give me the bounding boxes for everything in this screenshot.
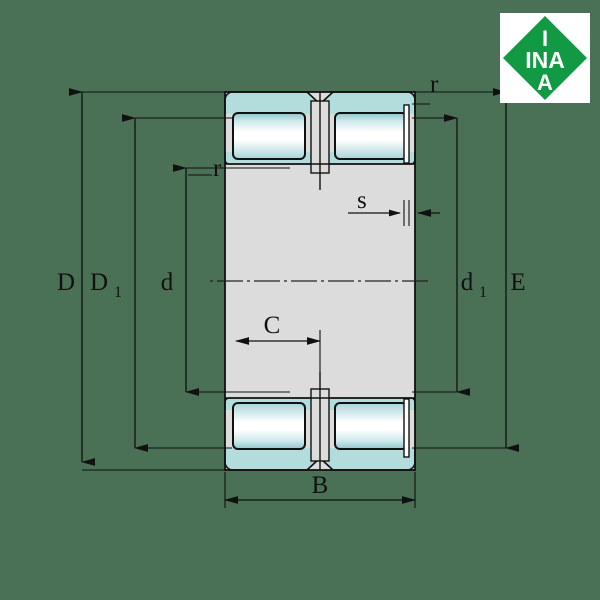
label-D1: D <box>90 269 108 296</box>
label-d1-subscript: 1 <box>479 284 487 301</box>
roller-bottom-right <box>334 402 408 450</box>
label-d: d <box>161 269 174 296</box>
logo-diamond <box>503 16 587 100</box>
label-r-top-right: r <box>430 71 439 98</box>
label-D1-subscript: 1 <box>114 284 122 301</box>
ina-logo: I INA A <box>500 13 590 103</box>
label-E: E <box>510 269 525 296</box>
roller-top-left <box>232 112 306 160</box>
logo-line-1: I <box>542 26 548 51</box>
callouts: r r s <box>188 71 440 226</box>
right-dimensions: d 1 E <box>412 88 526 452</box>
logo-line-2: INA <box>525 47 565 73</box>
left-dimensions: D D 1 d <box>57 88 290 471</box>
logo-line-3: A <box>537 70 553 95</box>
label-r-left: r <box>213 155 222 182</box>
label-d1: d <box>461 269 474 296</box>
label-s: s <box>357 187 367 214</box>
flange-strip-bottom <box>403 398 410 458</box>
label-B: B <box>312 472 329 499</box>
label-C: C <box>264 312 281 339</box>
bearing-body <box>210 91 432 471</box>
flange-strip-top <box>403 104 410 164</box>
roller-top-right <box>334 112 408 160</box>
bottom-dimensions: C B <box>224 312 416 508</box>
roller-bottom-left <box>232 402 306 450</box>
label-D: D <box>57 269 75 296</box>
